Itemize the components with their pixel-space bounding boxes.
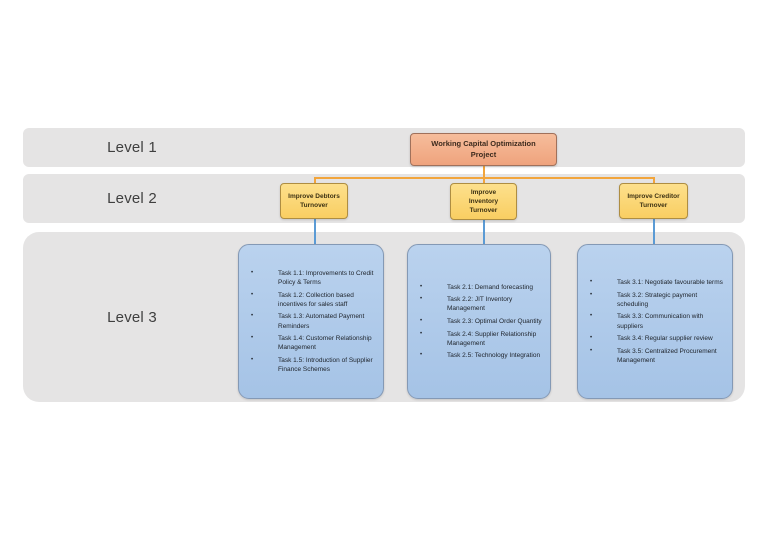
level-3-label: Level 3 xyxy=(107,308,157,326)
task-item: • Task 1.4: Customer Relationship Manage… xyxy=(247,334,375,352)
bullet-icon: • xyxy=(590,291,593,298)
bullet-icon: • xyxy=(420,330,423,337)
bullet-icon: • xyxy=(420,296,423,303)
bullet-icon: • xyxy=(590,335,593,342)
task-text: Task 2.5: Technology Integration xyxy=(447,352,541,360)
task-text: Task 3.2: Strategic payment scheduling xyxy=(617,291,698,308)
task-item: • Task 3.1: Negotiate favourable terms xyxy=(586,278,724,287)
branch-node-debtors-label: Improve Debtors Turnover xyxy=(288,192,340,209)
task-list-debtors: • Task 1.1: Improvements to Credit Polic… xyxy=(239,269,383,374)
task-text: Task 1.4: Customer Relationship Manageme… xyxy=(278,335,372,352)
bullet-icon: • xyxy=(251,313,254,320)
level-band-1: Level 1 xyxy=(23,128,745,167)
task-text: Task 3.3: Communication with suppliers xyxy=(617,313,704,330)
task-list-inventory: • Task 2.1: Demand forecasting • Task 2.… xyxy=(408,283,550,361)
connector-tasks-inventory xyxy=(483,220,485,244)
bullet-icon: • xyxy=(420,352,423,359)
task-text: Task 1.2: Collection based incentives fo… xyxy=(278,291,354,308)
task-text: Task 1.5: Introduction of Supplier Finan… xyxy=(278,356,373,373)
connector-stem-debtors xyxy=(314,177,316,183)
task-item: • Task 1.3: Automated Payment Reminders xyxy=(247,312,375,330)
task-item: • Task 1.2: Collection based incentives … xyxy=(247,291,375,309)
branch-node-inventory-label: Improve Inventory Turnover xyxy=(468,188,499,215)
task-text: Task 2.1: Demand forecasting xyxy=(447,283,533,291)
task-item: • Task 2.5: Technology Integration xyxy=(416,351,542,360)
bullet-icon: • xyxy=(590,313,593,320)
task-item: • Task 3.4: Regular supplier review xyxy=(586,334,724,343)
bullet-icon: • xyxy=(420,317,423,324)
task-text: Task 1.1: Improvements to Credit Policy … xyxy=(278,270,374,287)
bullet-icon: • xyxy=(420,283,423,290)
task-text: Task 3.5: Centralized Procurement Manage… xyxy=(617,347,717,364)
task-item: • Task 3.3: Communication with suppliers xyxy=(586,312,724,330)
bullet-icon: • xyxy=(251,291,254,298)
bullet-icon: • xyxy=(251,335,254,342)
branch-node-inventory[interactable]: Improve Inventory Turnover xyxy=(450,183,517,220)
branch-node-creditor[interactable]: Improve Creditor Turnover xyxy=(619,183,688,219)
root-node-label: Working Capital Optimization Project xyxy=(431,139,536,159)
task-item: • Task 2.2: JIT Inventory Management xyxy=(416,295,542,313)
task-group-debtors[interactable]: • Task 1.1: Improvements to Credit Polic… xyxy=(238,244,384,399)
task-item: • Task 1.1: Improvements to Credit Polic… xyxy=(247,269,375,287)
task-group-creditor[interactable]: • Task 3.1: Negotiate favourable terms •… xyxy=(577,244,733,399)
bullet-icon: • xyxy=(251,356,254,363)
task-list-creditor: • Task 3.1: Negotiate favourable terms •… xyxy=(578,278,732,365)
task-text: Task 2.3: Optimal Order Quantity xyxy=(447,317,542,325)
level-1-label: Level 1 xyxy=(107,139,157,156)
connector-stem-creditor xyxy=(653,177,655,183)
task-group-inventory[interactable]: • Task 2.1: Demand forecasting • Task 2.… xyxy=(407,244,551,399)
branch-node-creditor-label: Improve Creditor Turnover xyxy=(627,192,680,209)
task-item: • Task 1.5: Introduction of Supplier Fin… xyxy=(247,356,375,374)
task-item: • Task 3.5: Centralized Procurement Mana… xyxy=(586,347,724,365)
level-2-label: Level 2 xyxy=(107,190,157,207)
connector-root-stem xyxy=(483,166,485,183)
task-item: • Task 3.2: Strategic payment scheduling xyxy=(586,291,724,309)
task-item: • Task 2.4: Supplier Relationship Manage… xyxy=(416,330,542,348)
task-text: Task 2.4: Supplier Relationship Manageme… xyxy=(447,330,537,347)
task-text: Task 3.4: Regular supplier review xyxy=(617,335,713,343)
root-node[interactable]: Working Capital Optimization Project xyxy=(410,133,557,166)
task-item: • Task 2.3: Optimal Order Quantity xyxy=(416,317,542,326)
bullet-icon: • xyxy=(251,270,254,277)
connector-tasks-creditor xyxy=(653,218,655,244)
branch-node-debtors[interactable]: Improve Debtors Turnover xyxy=(280,183,348,219)
task-text: Task 1.3: Automated Payment Reminders xyxy=(278,313,365,330)
connector-branch-rail xyxy=(314,177,653,179)
bullet-icon: • xyxy=(590,347,593,354)
task-item: • Task 2.1: Demand forecasting xyxy=(416,283,542,292)
bullet-icon: • xyxy=(590,279,593,286)
task-text: Task 3.1: Negotiate favourable terms xyxy=(617,279,723,287)
task-text: Task 2.2: JIT Inventory Management xyxy=(447,296,513,313)
connector-tasks-debtors xyxy=(314,219,316,244)
